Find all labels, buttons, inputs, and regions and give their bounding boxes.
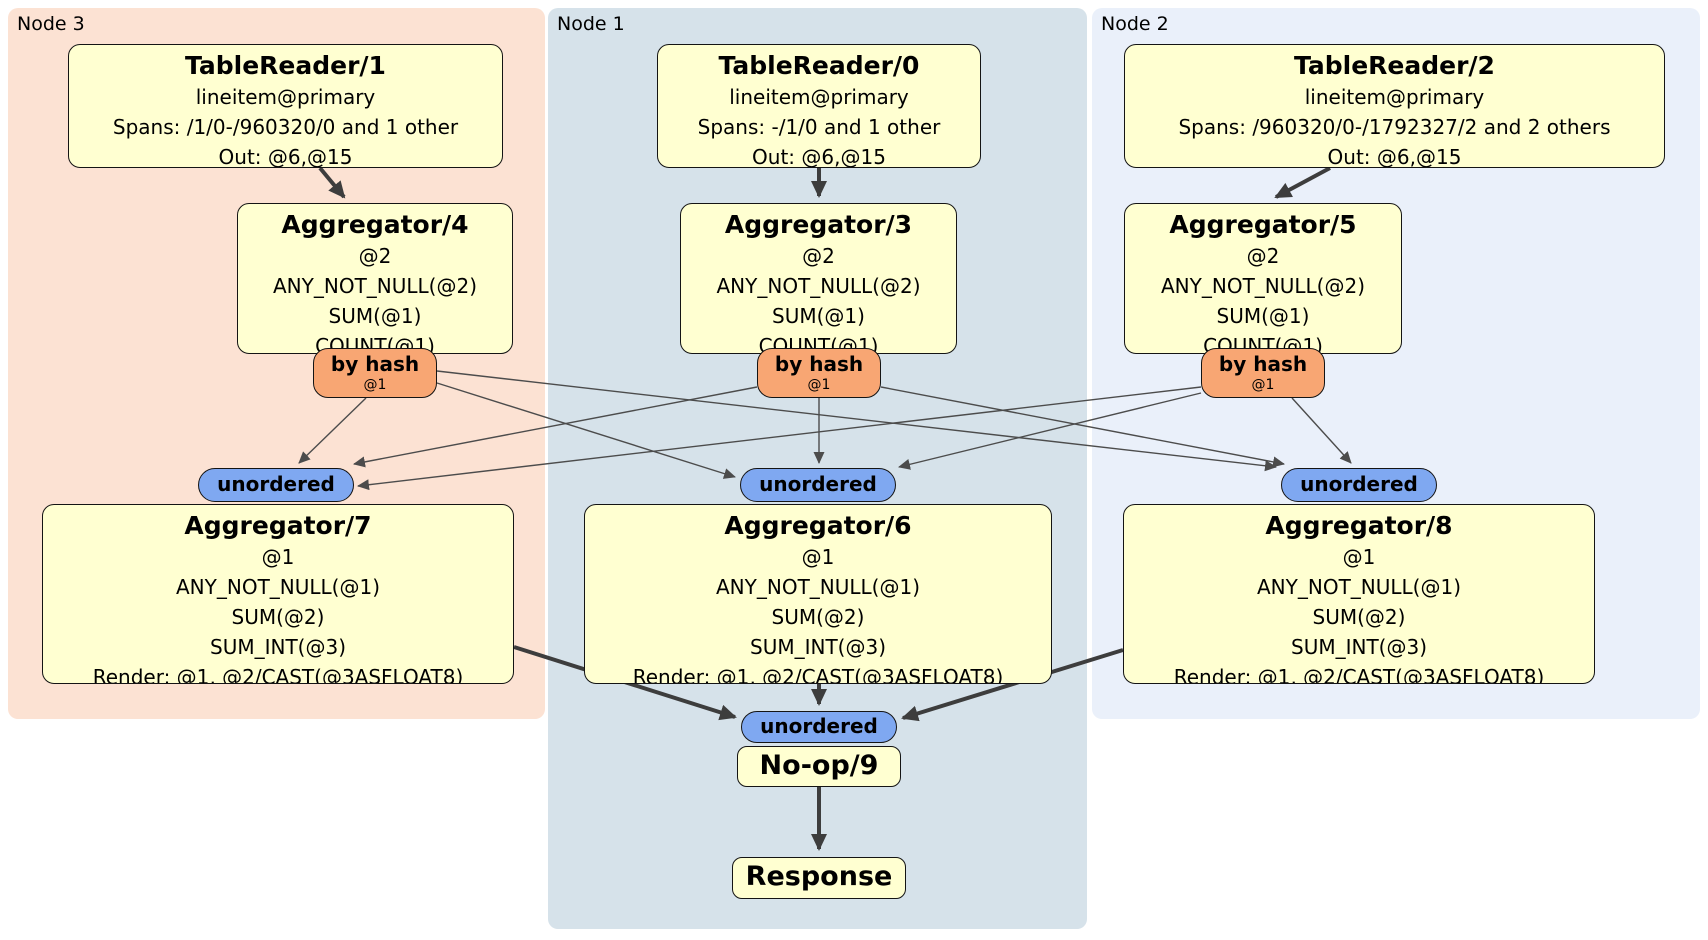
node-title: Aggregator/4: [281, 210, 469, 239]
node-detail: @1: [1342, 545, 1376, 569]
node-title: TableReader/2: [1294, 51, 1495, 80]
node-title: Aggregator/3: [724, 210, 913, 239]
node-title: TableReader/0: [718, 51, 920, 80]
node-detail: ANY_NOT_NULL(@2): [716, 274, 921, 298]
router-by-hash-node1: by hash @1: [757, 348, 881, 398]
node-detail: SUM_INT(@3): [210, 635, 346, 659]
node-aggregator-7: Aggregator/7 @1 ANY_NOT_NULL(@1) SUM(@2)…: [42, 504, 514, 684]
node-detail: ANY_NOT_NULL(@1): [716, 575, 920, 599]
node-detail-spans: Spans: /960320/0-/1792327/2 and 2 others: [1178, 115, 1611, 139]
node-title: Aggregator/7: [184, 511, 372, 540]
router-label: by hash: [330, 352, 420, 376]
sync-unordered-node3: unordered: [198, 468, 354, 502]
edge-group-thin: [298, 370, 1352, 491]
node-detail: ANY_NOT_NULL(@1): [1257, 575, 1461, 599]
edge-router3-sync3: [298, 397, 367, 464]
node-response: Response: [732, 857, 906, 899]
router-label: by hash: [774, 352, 864, 376]
node-detail: @1: [261, 545, 295, 569]
edge-router3-sync1: [436, 382, 736, 479]
cluster-node2-label: Node 2: [1101, 13, 1169, 35]
node-aggregator-4: Aggregator/4 @2 ANY_NOT_NULL(@2) SUM(@1)…: [237, 203, 513, 354]
node-title: No-op/9: [759, 750, 879, 781]
node-detail: SUM_INT(@3): [1291, 635, 1427, 659]
node-aggregator-6: Aggregator/6 @1 ANY_NOT_NULL(@1) SUM(@2)…: [584, 504, 1052, 684]
node-detail-spans: Spans: /1/0-/960320/0 and 1 other: [112, 115, 459, 139]
node-detail: ANY_NOT_NULL(@2): [273, 274, 477, 298]
node-detail-out: Out: @6,@15: [218, 145, 353, 168]
node-aggregator-3: Aggregator/3 @2 ANY_NOT_NULL(@2) SUM(@1)…: [680, 203, 957, 354]
sync-label: unordered: [760, 714, 878, 738]
cluster-node1-label: Node 1: [557, 13, 625, 35]
router-label: by hash: [1218, 352, 1308, 376]
node-detail-index: lineitem@primary: [195, 85, 376, 109]
edge-router2-sync2: [1291, 397, 1352, 464]
node-detail: SUM(@2): [771, 605, 865, 629]
node-detail: Render: @1, @2/CAST(@3ASFLOAT8): [632, 665, 1004, 684]
node-detail: @1: [801, 545, 835, 569]
sync-unordered-node1: unordered: [740, 468, 896, 502]
edge-router3-sync2: [436, 370, 1277, 472]
node-detail-out: Out: @6,@15: [752, 145, 886, 168]
node-aggregator-5: Aggregator/5 @2 ANY_NOT_NULL(@2) SUM(@1)…: [1124, 203, 1402, 354]
edge-router2-sync3: [357, 386, 1202, 491]
node-detail: Render: @1, @2/CAST(@3ASFLOAT8): [92, 665, 464, 684]
node-detail: SUM_INT(@3): [750, 635, 886, 659]
router-key: @1: [363, 377, 387, 393]
node-detail: SUM(@1): [328, 304, 422, 328]
edge-router1-sync2: [880, 386, 1285, 468]
edge-router2-sync1: [898, 392, 1202, 470]
node-detail-out: Out: @6,@15: [1327, 145, 1462, 168]
edge-router1-sync3: [353, 386, 758, 468]
node-detail-spans: Spans: -/1/0 and 1 other: [697, 115, 941, 139]
sync-label: unordered: [1300, 472, 1418, 496]
node-detail: SUM(@1): [772, 304, 865, 328]
edge-aggregator8-final-sync: [901, 648, 1124, 722]
edge-tablereader2-aggregator5: [1274, 166, 1331, 199]
node-detail: SUM(@1): [1216, 304, 1310, 328]
node-detail: @2: [1246, 244, 1280, 268]
node-noop-9: No-op/9: [737, 746, 901, 787]
sync-label: unordered: [759, 472, 877, 496]
node-detail: SUM(@2): [1312, 605, 1406, 629]
router-key: @1: [807, 377, 831, 393]
node-detail: SUM(@2): [231, 605, 325, 629]
sync-unordered-final: unordered: [741, 711, 897, 743]
node-title: TableReader/1: [185, 51, 386, 80]
router-by-hash-node3: by hash @1: [313, 348, 437, 398]
node-title: Aggregator/6: [724, 511, 912, 540]
edge-tablereader1-aggregator4: [318, 166, 346, 199]
node-title: Response: [745, 861, 893, 892]
cluster-node3-label: Node 3: [17, 13, 85, 35]
node-tablereader-1: TableReader/1 lineitem@primary Spans: /1…: [68, 44, 503, 168]
node-detail-index: lineitem@primary: [729, 85, 909, 109]
node-detail: @2: [802, 244, 835, 268]
node-title: Aggregator/8: [1265, 511, 1453, 540]
node-detail: @2: [358, 244, 392, 268]
node-aggregator-8: Aggregator/8 @1 ANY_NOT_NULL(@1) SUM(@2)…: [1123, 504, 1595, 684]
node-detail-index: lineitem@primary: [1304, 85, 1485, 109]
router-by-hash-node2: by hash @1: [1201, 348, 1325, 398]
node-detail: ANY_NOT_NULL(@2): [1161, 274, 1365, 298]
sync-unordered-node2: unordered: [1281, 468, 1437, 502]
node-detail: Render: @1, @2/CAST(@3ASFLOAT8): [1173, 665, 1545, 684]
node-tablereader-0: TableReader/0 lineitem@primary Spans: -/…: [657, 44, 981, 168]
node-detail: ANY_NOT_NULL(@1): [176, 575, 380, 599]
node-tablereader-2: TableReader/2 lineitem@primary Spans: /9…: [1124, 44, 1665, 168]
sync-label: unordered: [217, 472, 335, 496]
node-title: Aggregator/5: [1169, 210, 1357, 239]
router-key: @1: [1251, 377, 1275, 393]
